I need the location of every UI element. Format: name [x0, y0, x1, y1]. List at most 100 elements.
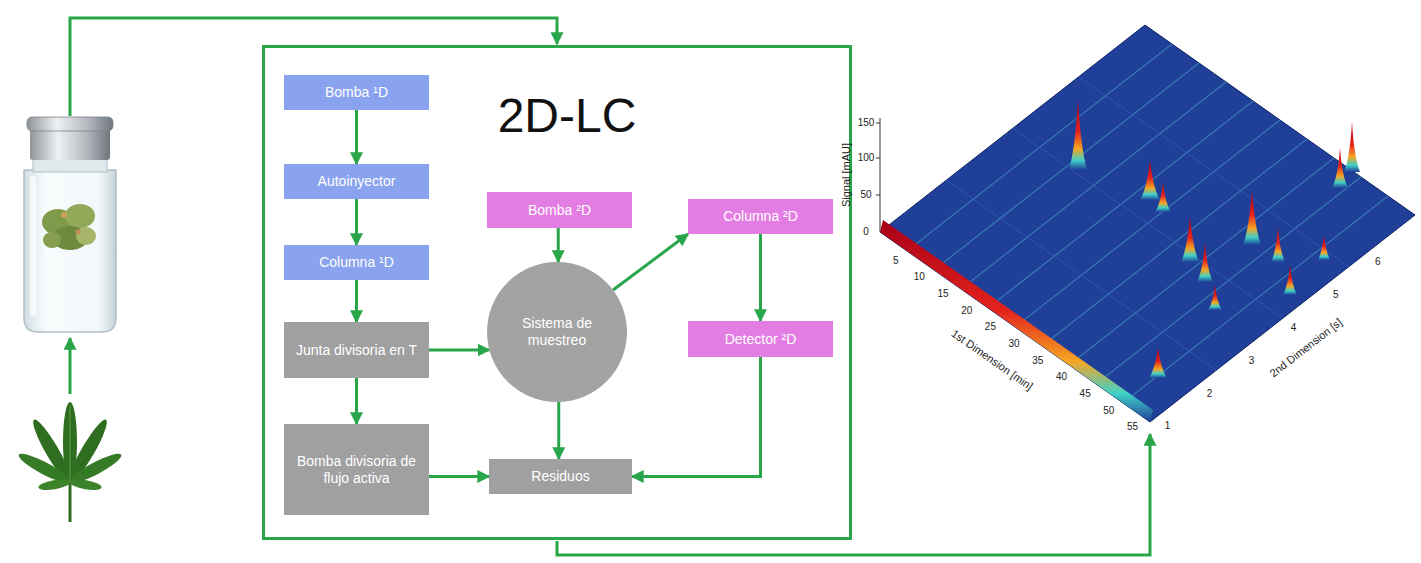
flow-arrow [632, 357, 761, 477]
box-label: Columna ¹D [319, 254, 394, 271]
leaflet [38, 478, 71, 492]
peak [1243, 190, 1261, 245]
tick-label: 30 [1009, 339, 1020, 349]
box-label: Bomba ²D [528, 202, 591, 219]
cannabis-bud [43, 232, 61, 248]
flow-arrow [613, 234, 688, 290]
tick-label: 2 [1207, 389, 1213, 399]
peak [1271, 227, 1285, 262]
box-label: Sistema de muestreo [505, 315, 609, 349]
process-box: Columna ²D [688, 199, 833, 234]
process-box: Bomba ¹D [284, 75, 429, 110]
process-box: Junta divisoria en T [284, 322, 429, 378]
glass-highlight [30, 176, 36, 316]
grid-lines [946, 77, 1349, 370]
tick [876, 195, 880, 196]
box-label: Autoinyector [318, 173, 396, 190]
flow-arrow [429, 349, 489, 352]
tick-label: 6 [1375, 257, 1381, 267]
tick-label: 1 [1165, 421, 1171, 431]
tick-label: 4 [1291, 323, 1297, 333]
tick [876, 158, 880, 159]
vial-cap-top [27, 117, 113, 131]
tick-label: 25 [985, 322, 996, 332]
flow-arrow [557, 434, 1150, 555]
axis-title: Signal [mAU] [841, 143, 852, 207]
tick-label: 40 [1056, 372, 1067, 382]
signal-axis [880, 118, 881, 232]
peak [1140, 160, 1160, 200]
box-label: Bomba divisoria de flujo activa [288, 453, 425, 487]
tick-label: 100 [858, 153, 875, 163]
flow-arrow [355, 199, 358, 245]
box-label: Columna ²D [723, 208, 798, 225]
axis-title: 1st Dimension [min] [949, 328, 1034, 392]
circle-shape [487, 262, 627, 402]
flow-arrow [557, 402, 560, 459]
flow-arrow [355, 378, 358, 424]
tick-label: 20 [961, 306, 972, 316]
process-box: Detector ²D [688, 321, 833, 357]
modulation-streaks [907, 44, 1388, 403]
tick-label: 50 [1103, 406, 1114, 416]
tick-label: 50 [860, 190, 871, 200]
flow-arrow [355, 110, 358, 164]
flow-arrow [759, 234, 762, 321]
tick-label: 5 [893, 256, 899, 266]
tick-label: 15 [937, 289, 948, 299]
flow-arrow [429, 475, 489, 478]
vial-cap [30, 128, 110, 160]
process-box: Bomba ²D [487, 192, 632, 228]
axis-title: 2nd Dimension [s] [1268, 317, 1344, 380]
box-label: Detector ²D [725, 331, 797, 348]
peak [1197, 242, 1213, 282]
leaflet [69, 478, 102, 492]
box-label: Junta divisoria en T [296, 342, 417, 359]
peak [1208, 285, 1222, 310]
bud-detail [76, 230, 81, 235]
signal-ticks [876, 123, 880, 195]
tick-label: 35 [1032, 356, 1043, 366]
system-frame: 2D-LC Bomba ¹D AutoinyectorColumna ¹D Junta… [262, 45, 852, 540]
vial-illustration [24, 117, 116, 332]
vial-glass [24, 170, 116, 332]
tick [876, 123, 880, 124]
process-box: Bomba divisoria de flujo activa [284, 424, 429, 515]
peak [1283, 265, 1297, 295]
peak [1344, 122, 1360, 172]
flow-arrow [557, 228, 560, 262]
tick-label: 3 [1249, 356, 1255, 366]
cannabis-leaf [16, 402, 124, 522]
peak [1069, 100, 1087, 170]
tick-label: 5 [1333, 290, 1339, 300]
chromatogram-3d [876, 25, 1415, 422]
tick-label: 0 [863, 227, 869, 237]
cannabis-bud [65, 204, 95, 228]
cannabis-bud [76, 227, 96, 245]
tick-label: 55 [1127, 422, 1138, 432]
flow-arrow [70, 18, 557, 116]
frame-title: 2D-LC [455, 90, 679, 143]
process-circle: Sistema de muestreo [487, 262, 627, 402]
peak [1149, 348, 1167, 378]
box-label: Residuos [531, 468, 589, 485]
flow-arrow [355, 280, 358, 322]
leaf-midrib [70, 406, 71, 482]
void-ridge [880, 220, 1153, 422]
tick-label: 10 [914, 272, 925, 282]
tick-label: 45 [1080, 389, 1091, 399]
box-label: Bomba ¹D [325, 84, 388, 101]
process-box: Residuos [489, 459, 632, 494]
flow-arrow [69, 338, 72, 394]
peak [1155, 182, 1171, 212]
tick-label: 150 [858, 118, 875, 128]
bud-detail [61, 212, 67, 218]
process-box: Autoinyector [284, 164, 429, 199]
grid-line [1079, 77, 1349, 267]
plot-floor [880, 25, 1415, 422]
process-box: Columna ¹D [284, 245, 429, 280]
grid-line [1012, 128, 1282, 318]
